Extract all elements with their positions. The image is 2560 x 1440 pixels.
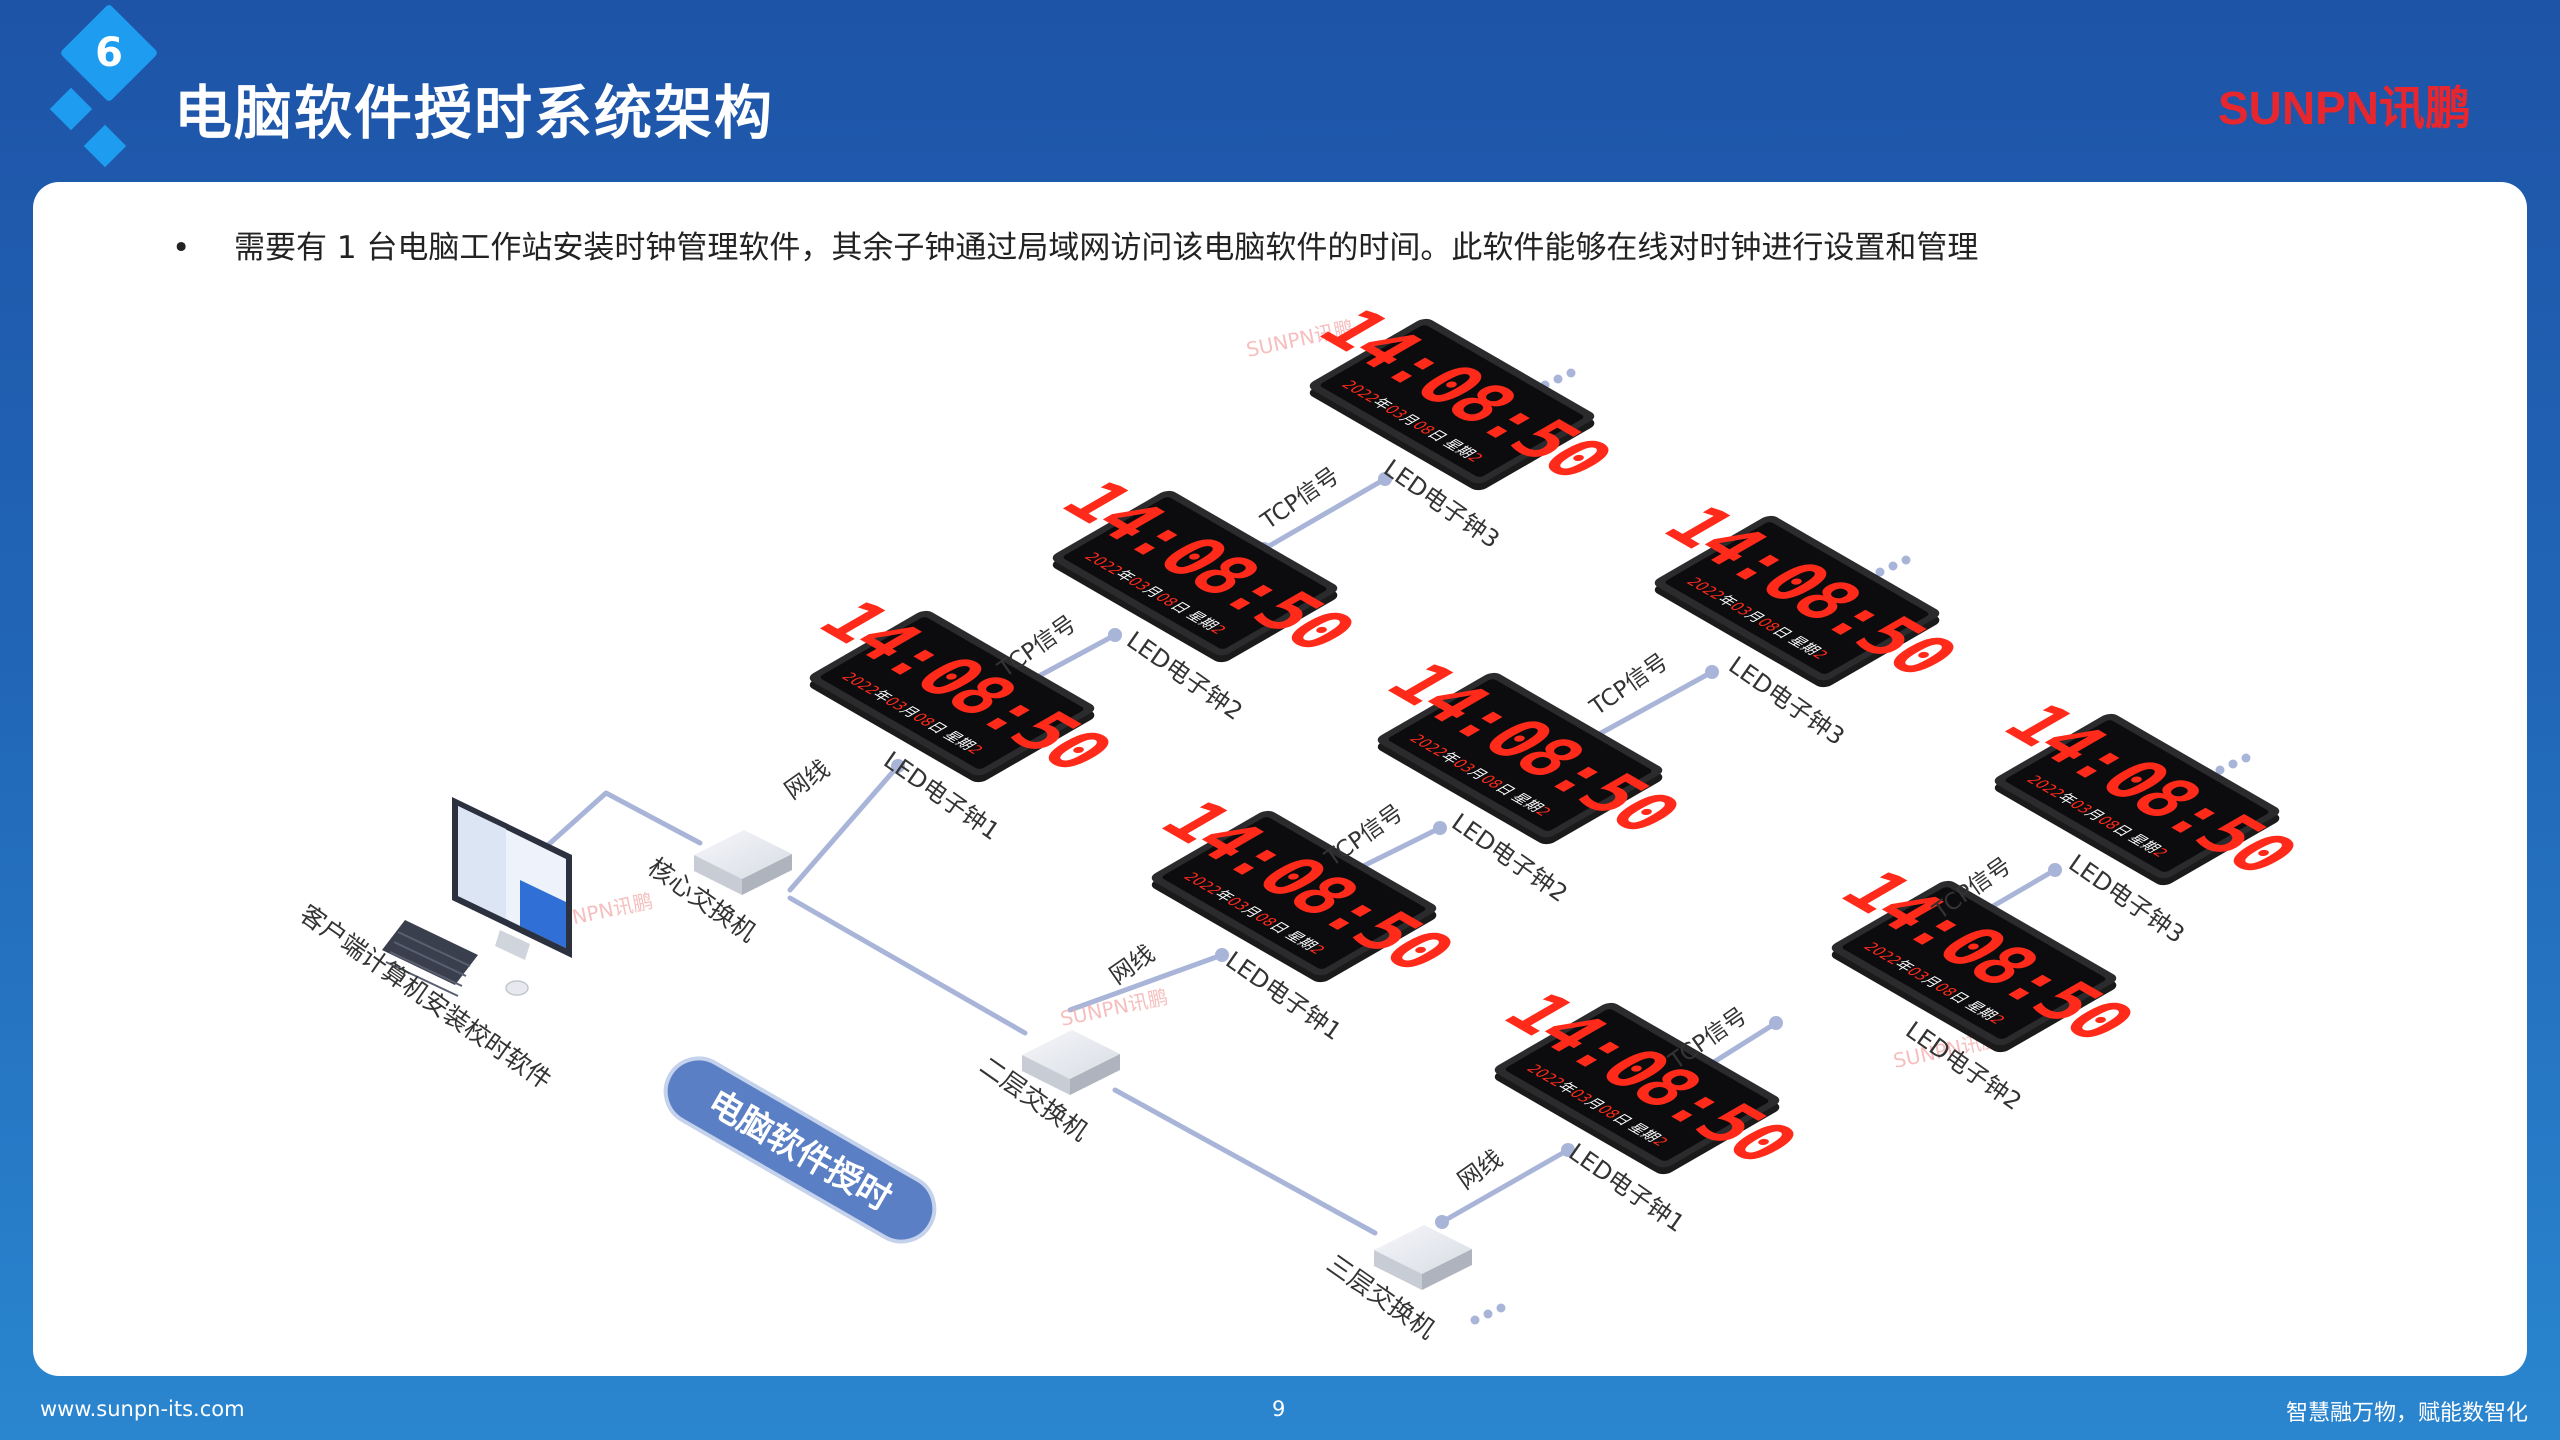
tcp-label: TCP信号 — [1320, 800, 1408, 873]
page-number: 9 — [1272, 1397, 1286, 1421]
ellipsis-dot — [1875, 567, 1885, 577]
clock-face — [1665, 522, 1929, 674]
keyboard-row — [389, 951, 463, 987]
logo-text-en: SUNPN — [2218, 82, 2380, 134]
tcp-label: TCP信号 — [1256, 463, 1344, 536]
switch-top — [1374, 1225, 1472, 1274]
ellipsis-dot — [1483, 1309, 1493, 1319]
core-switch — [694, 830, 792, 895]
clock-face — [1063, 497, 1327, 649]
ellipsis-dot — [1496, 1303, 1506, 1313]
connector-dot — [1215, 948, 1229, 962]
footer-slogan: 智慧融万物，赋能数智化 — [2285, 1401, 2528, 1426]
connector-dot — [2048, 863, 2062, 877]
clock-face — [1162, 817, 1426, 969]
link-row1-tcp-b — [1261, 476, 1388, 552]
pill-shape — [663, 1056, 937, 1244]
monitor-stand — [495, 930, 530, 960]
clock-face — [1842, 887, 2106, 1039]
connector-dot — [1705, 665, 1719, 679]
layer2-switch — [1022, 1030, 1120, 1095]
switch-side — [742, 854, 792, 895]
link-core-layer2 — [787, 895, 1028, 1036]
switch-front — [1374, 1250, 1422, 1290]
tcp-label: TCP信号 — [993, 611, 1081, 684]
clock-date: 2022年03月08日 星期2 — [2022, 773, 2172, 860]
screen-sidebar — [458, 806, 506, 919]
link-layer2-clock1 — [1067, 952, 1225, 1013]
link-computer-core — [545, 790, 703, 848]
switch-front — [1022, 1055, 1070, 1095]
switch-top — [694, 830, 792, 879]
bullet-dot: • — [172, 230, 191, 266]
page-title: 电脑软件授时系统架构 — [174, 79, 775, 147]
connector-dot — [1378, 472, 1392, 486]
ellipsis-dot — [1470, 1315, 1480, 1325]
logo-text-cn: 讯鹏 — [2379, 81, 2472, 135]
ellipsis-dot — [2215, 765, 2225, 775]
tcp-label: TCP信号 — [1585, 649, 1673, 722]
ellipsis-dot — [1901, 555, 1911, 565]
layer3-switch — [1374, 1225, 1472, 1290]
switch-top — [1022, 1030, 1120, 1079]
keyboard-row — [393, 941, 467, 977]
clock-face — [2005, 720, 2269, 872]
ellipsis-dot — [2241, 753, 2251, 763]
ellipsis-dot — [2228, 759, 2238, 769]
bullet-item: • 需要有 1 台电脑工作站安装时钟管理软件，其余子钟通过局域网访问该电脑软件的时… — [172, 222, 1978, 267]
connector-dot — [1561, 1143, 1575, 1157]
diagram-nodes: SUNPN讯鹏SUNPN讯鹏SUNPN讯鹏SUNPN讯鹏客户端计算机安装校时软件… — [295, 298, 2316, 1345]
ellipsis-dot — [1553, 374, 1563, 384]
section-badge: 6 — [59, 3, 159, 103]
bullet-text: 需要有 1 台电脑工作站安装时钟管理软件，其余子钟通过局域网访问该电脑软件的时间… — [234, 230, 1979, 266]
connector-dot — [1769, 1016, 1783, 1030]
cable-label: 网线 — [779, 754, 834, 804]
link-core-clock1 — [787, 763, 901, 893]
clock-face — [1388, 679, 1652, 831]
brand-logo: SUNPN讯鹏 — [2218, 72, 2471, 138]
connector-dot — [1108, 628, 1122, 642]
switch-front — [694, 855, 742, 895]
software-pill: 电脑软件授时 — [663, 1056, 937, 1244]
screen-accent — [520, 880, 566, 948]
mouse — [505, 980, 529, 996]
client-computer — [382, 797, 572, 997]
clock-face — [1505, 1009, 1769, 1161]
switch-side — [1422, 1249, 1472, 1290]
footer-website[interactable]: www.sunpn-its.com — [40, 1397, 245, 1421]
connector-dot — [1435, 1215, 1449, 1229]
header: 6 电脑软件授时系统架构 SUNPN讯鹏 — [0, 0, 2560, 180]
connector-dot — [891, 759, 905, 773]
ellipsis-dot — [1888, 561, 1898, 571]
clock-face — [820, 617, 1084, 769]
connector-dot — [1433, 821, 1447, 835]
section-number: 6 — [95, 30, 123, 76]
link-layer2-layer3 — [1112, 1087, 1378, 1236]
switch-side — [1070, 1054, 1120, 1095]
keyboard-row — [385, 961, 459, 997]
ellipsis-dot — [1566, 368, 1576, 378]
link-layer3-clock1 — [1439, 1147, 1571, 1225]
clock-face — [1320, 325, 1584, 477]
keyboard-row — [397, 931, 471, 967]
link-row2-tcp-b — [1589, 669, 1715, 741]
